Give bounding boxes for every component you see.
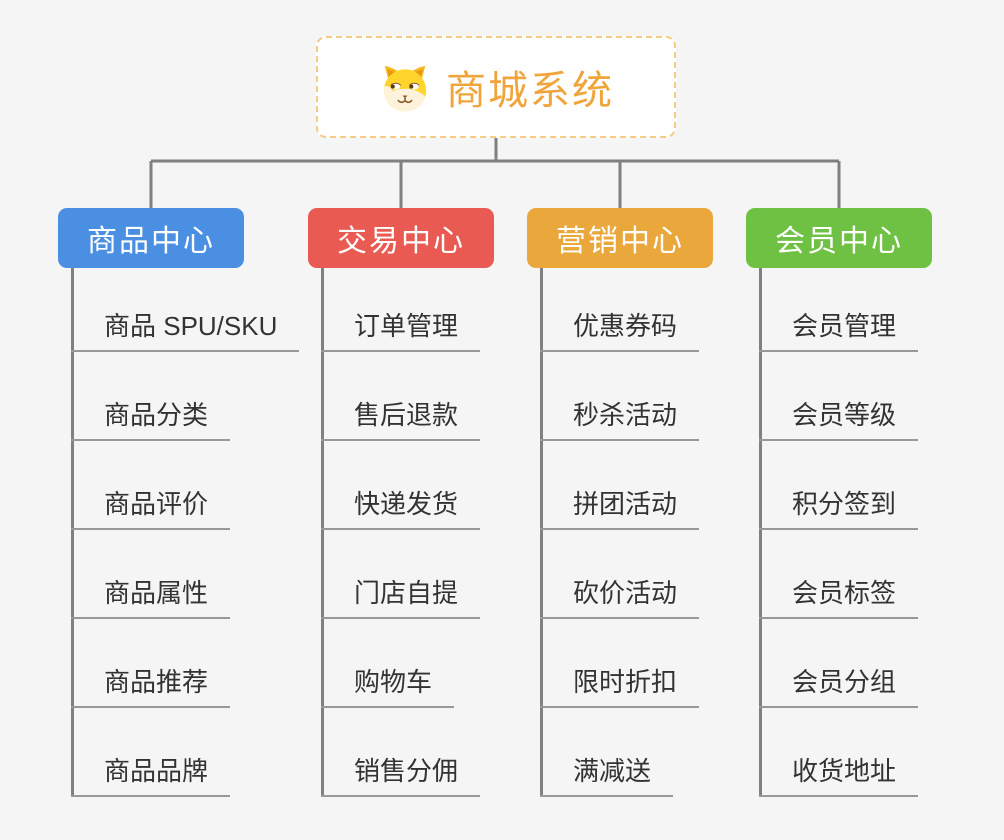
branch-column: 会员中心会员管理会员等级积分签到会员标签会员分组收货地址 [746, 208, 932, 797]
child-topic[interactable]: 销售分佣 [321, 751, 481, 797]
branch-column: 营销中心优惠券码秒杀活动拼团活动砍价活动限时折扣满减送 [527, 208, 713, 797]
child-topic-row: 秒杀活动 [527, 352, 713, 441]
child-topic-row: 订单管理 [308, 268, 494, 352]
child-topic[interactable]: 会员分组 [759, 662, 919, 708]
branch-topic[interactable]: 会员中心 [746, 208, 932, 268]
child-topic[interactable]: 购物车 [321, 662, 455, 708]
child-topic-row: 商品属性 [58, 530, 299, 619]
child-topic[interactable]: 秒杀活动 [540, 395, 700, 441]
child-topic-row: 门店自提 [308, 530, 494, 619]
child-topic[interactable]: 收货地址 [759, 751, 919, 797]
child-topic-row: 砍价活动 [527, 530, 713, 619]
child-topic[interactable]: 商品评价 [71, 484, 231, 530]
root-topic[interactable]: 商城系统 [316, 36, 676, 138]
child-topic-row: 商品 SPU/SKU [58, 268, 300, 352]
child-topic-row: 商品分类 [58, 352, 299, 441]
child-topic[interactable]: 门店自提 [321, 573, 481, 619]
child-topic-row: 拼团活动 [527, 441, 713, 530]
child-topic-row: 限时折扣 [527, 619, 713, 708]
child-topic-row: 售后退款 [308, 352, 494, 441]
child-topic[interactable]: 订单管理 [321, 306, 481, 352]
child-topic-row: 商品品牌 [58, 708, 299, 797]
child-topic[interactable]: 会员等级 [759, 395, 919, 441]
child-topic-row: 满减送 [527, 708, 713, 797]
child-topic[interactable]: 快递发货 [321, 484, 481, 530]
child-topic[interactable]: 商品属性 [71, 573, 231, 619]
child-topic[interactable]: 满减送 [540, 751, 674, 797]
branch-topic[interactable]: 商品中心 [58, 208, 244, 268]
branch-column: 交易中心订单管理售后退款快递发货门店自提购物车销售分佣 [308, 208, 494, 797]
branch-column: 商品中心商品 SPU/SKU 商品分类商品评价商品属性商品推荐商品品牌 [58, 208, 300, 797]
child-topic[interactable]: 限时折扣 [540, 662, 700, 708]
child-topic[interactable]: 优惠券码 [540, 306, 700, 352]
child-topic-row: 会员管理 [746, 268, 932, 352]
root-topic-label: 商城系统 [446, 69, 614, 113]
child-topic-row: 购物车 [308, 619, 494, 708]
child-topic-row: 销售分佣 [308, 708, 494, 797]
child-topic[interactable]: 商品推荐 [71, 662, 231, 708]
child-topic-row: 会员分组 [746, 619, 932, 708]
branch-topic[interactable]: 营销中心 [527, 208, 713, 268]
child-topic-row: 积分签到 [746, 441, 932, 530]
child-topic[interactable]: 商品 SPU/SKU [71, 306, 300, 352]
child-topic[interactable]: 商品分类 [71, 395, 231, 441]
child-topic-row: 会员等级 [746, 352, 932, 441]
child-topic[interactable]: 拼团活动 [540, 484, 700, 530]
child-topic-row: 会员标签 [746, 530, 932, 619]
child-topic-row: 商品推荐 [58, 619, 299, 708]
child-topic-row: 快递发货 [308, 441, 494, 530]
dog-face-icon [383, 65, 427, 112]
child-topic[interactable]: 砍价活动 [540, 573, 700, 619]
child-topic[interactable]: 售后退款 [321, 395, 481, 441]
child-topic[interactable]: 会员管理 [759, 306, 919, 352]
child-topic-row: 收货地址 [746, 708, 932, 797]
child-topic[interactable]: 商品品牌 [71, 751, 231, 797]
child-topic-row: 商品评价 [58, 441, 299, 530]
branch-topic[interactable]: 交易中心 [308, 208, 494, 268]
child-topic[interactable]: 会员标签 [759, 573, 919, 619]
child-topic[interactable]: 积分签到 [759, 484, 919, 530]
child-topic-row: 优惠券码 [527, 268, 713, 352]
